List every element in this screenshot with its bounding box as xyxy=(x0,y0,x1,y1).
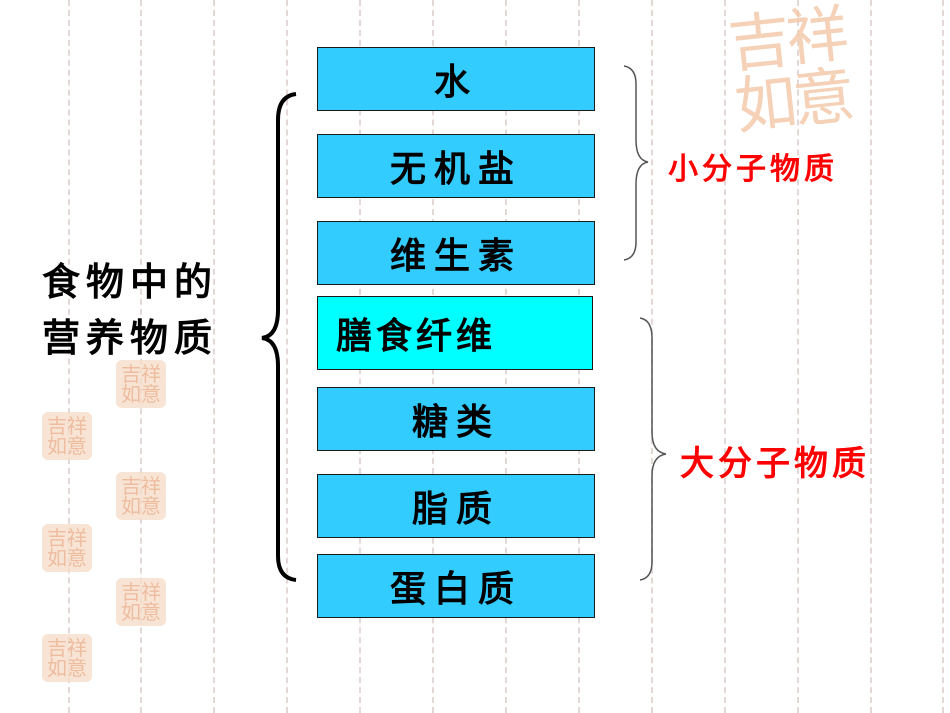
large-molecule-brace xyxy=(640,318,666,580)
nutrient-label: 水 xyxy=(434,53,478,105)
group-label-large-molecule: 大分子物质 xyxy=(680,436,870,485)
nutrient-label: 无机盐 xyxy=(390,140,522,192)
nutrient-box-minerals: 无机盐 xyxy=(317,134,595,198)
group-label-small-molecule: 小分子物质 xyxy=(668,144,838,188)
nutrient-label: 糖类 xyxy=(412,393,500,445)
root-brace xyxy=(262,94,296,580)
nutrient-label: 脂质 xyxy=(412,480,500,532)
small-molecule-brace xyxy=(624,66,648,260)
nutrient-label: 维生素 xyxy=(390,227,522,279)
nutrient-label: 膳食纤维 xyxy=(336,307,496,359)
nutrient-box-carbohydrates: 糖类 xyxy=(317,387,595,451)
nutrient-box-vitamins: 维生素 xyxy=(317,221,595,285)
nutrient-label: 蛋白质 xyxy=(390,560,522,612)
nutrient-box-protein: 蛋白质 xyxy=(317,554,595,618)
nutrient-box-water: 水 xyxy=(317,47,595,111)
nutrient-box-dietary-fiber: 膳食纤维 xyxy=(317,296,593,370)
nutrient-box-lipids: 脂质 xyxy=(317,474,595,538)
